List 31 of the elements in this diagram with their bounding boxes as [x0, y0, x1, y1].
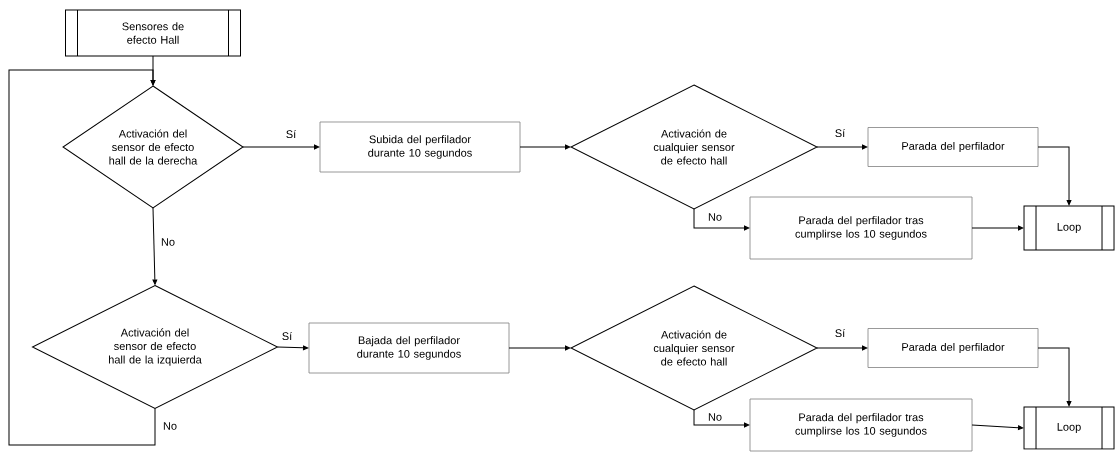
- arrow: [693, 208, 750, 231]
- arrow: [971, 424, 1024, 431]
- edge-label: No: [708, 213, 722, 221]
- arrow: [508, 345, 571, 351]
- arrow: [1037, 347, 1072, 407]
- edge-label: Sí: [282, 331, 293, 341]
- edge-label: Sí: [835, 328, 846, 338]
- edge-label: Sí: [835, 128, 846, 138]
- arrow: [1037, 146, 1072, 206]
- arrow: [971, 225, 1024, 231]
- arrow: [816, 144, 868, 150]
- arrow: [519, 144, 571, 150]
- process-box: Bajada del perfilador durante 10 segundos: [308, 322, 510, 374]
- arrow: [8, 69, 156, 446]
- process-box: Subida del perfilador durante 10 segundos: [319, 121, 521, 173]
- process-box: Parada del perfilador: [867, 328, 1039, 368]
- edge-label: No: [163, 422, 177, 430]
- arrow: [152, 207, 158, 285]
- process-box: Parada del perfilador: [867, 127, 1039, 167]
- predefined-process-box: Loop: [1023, 406, 1115, 450]
- process-box: Parada del perfilador tras cumplirse los 10 segundos: [749, 196, 973, 260]
- predefined-process-box: Sensores de efecto Hall: [65, 9, 241, 57]
- arrow: [242, 144, 320, 150]
- predefined-process-box: Loop: [1023, 205, 1115, 251]
- arrow: [693, 409, 750, 428]
- edge-label: Sí: [286, 129, 297, 139]
- arrow: [277, 345, 309, 351]
- process-box: Parada del perfilador tras cumplirse los 10 segundos: [749, 398, 973, 452]
- arrow: [816, 345, 868, 351]
- edge-label: No: [708, 413, 722, 421]
- edge-label: No: [161, 238, 175, 246]
